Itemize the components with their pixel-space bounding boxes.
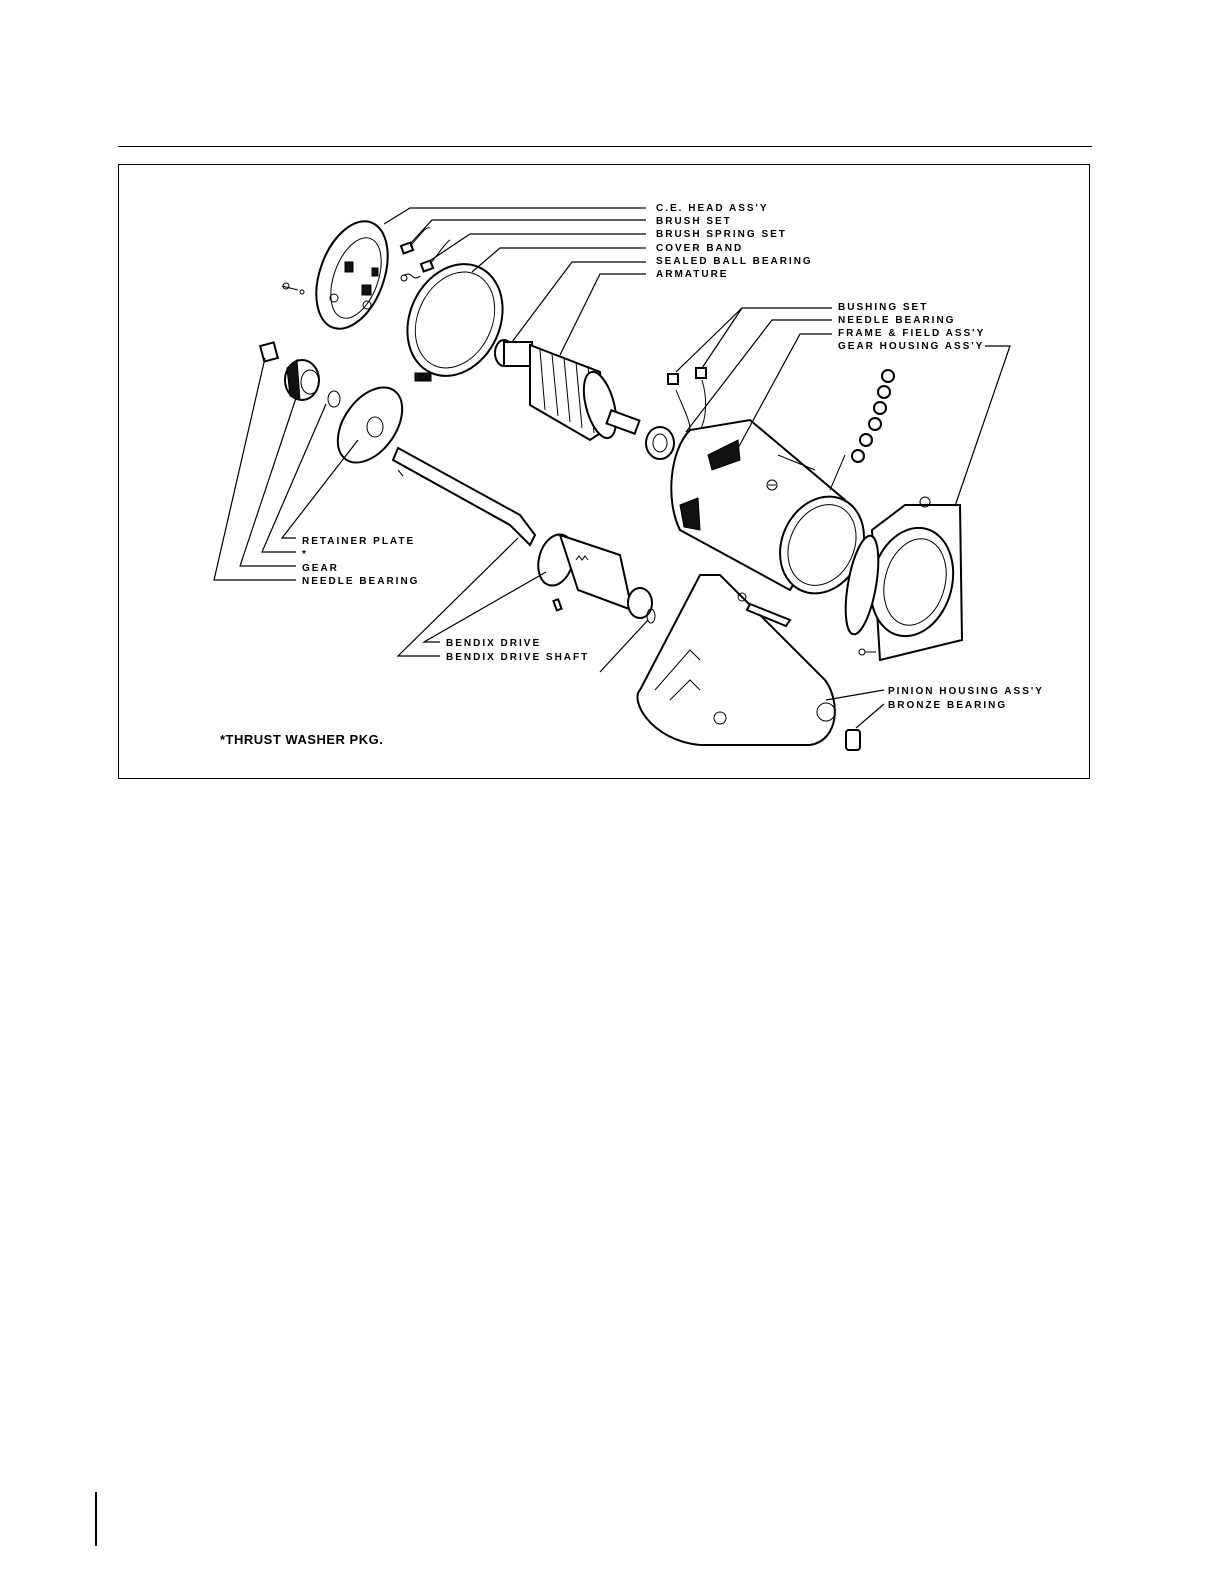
label-bronze-bearing: BRONZE BEARING	[888, 700, 1007, 711]
label-bushing-set: BUSHING SET	[838, 302, 928, 313]
fastener-stack-drawing	[830, 370, 894, 490]
label-asterisk: *	[302, 549, 308, 560]
label-cover-band: COVER BAND	[656, 243, 743, 254]
label-bendix-drive-shaft: BENDIX DRIVE SHAFT	[446, 652, 589, 663]
bushing-set-drawing	[668, 368, 706, 430]
label-frame-field: FRAME & FIELD ASS'Y	[838, 328, 985, 339]
label-ce-head: C.E. HEAD ASS'Y	[656, 203, 769, 214]
label-needle-bearing-right: NEEDLE BEARING	[838, 315, 955, 326]
labels-middle: BENDIX DRIVE BENDIX DRIVE SHAFT	[446, 638, 589, 663]
label-bendix-drive: BENDIX DRIVE	[446, 638, 541, 649]
label-retainer-plate: RETAINER PLATE	[302, 536, 415, 547]
label-pinion-housing: PINION HOUSING ASS'Y	[888, 686, 1044, 697]
armature-drawing	[495, 340, 674, 459]
labels-top: C.E. HEAD ASS'Y BRUSH SET BRUSH SPRING S…	[656, 203, 813, 280]
bendix-shaft-drawing	[393, 448, 535, 545]
label-sealed-ball-bearing: SEALED BALL BEARING	[656, 256, 813, 267]
labels-left: RETAINER PLATE * GEAR NEEDLE BEARING	[302, 536, 419, 587]
labels-bottom-right: PINION HOUSING ASS'Y BRONZE BEARING	[888, 686, 1044, 711]
gear-group-drawing	[260, 342, 415, 474]
label-gear: GEAR	[302, 563, 339, 574]
label-needle-bearing-left: NEEDLE BEARING	[302, 576, 419, 587]
label-brush-spring-set: BRUSH SPRING SET	[656, 229, 787, 240]
bendix-drive-drawing	[533, 530, 655, 623]
label-brush-set: BRUSH SET	[656, 216, 732, 227]
pinion-housing-drawing	[638, 575, 861, 750]
footnote-thrust-washer: *THRUST WASHER PKG.	[220, 732, 383, 747]
label-armature: ARMATURE	[656, 269, 728, 280]
ce-head-assembly-drawing	[282, 211, 401, 338]
label-gear-housing: GEAR HOUSING ASS'Y	[838, 341, 984, 352]
cover-band-drawing	[390, 248, 521, 391]
labels-right: BUSHING SET NEEDLE BEARING FRAME & FIELD…	[838, 302, 985, 352]
